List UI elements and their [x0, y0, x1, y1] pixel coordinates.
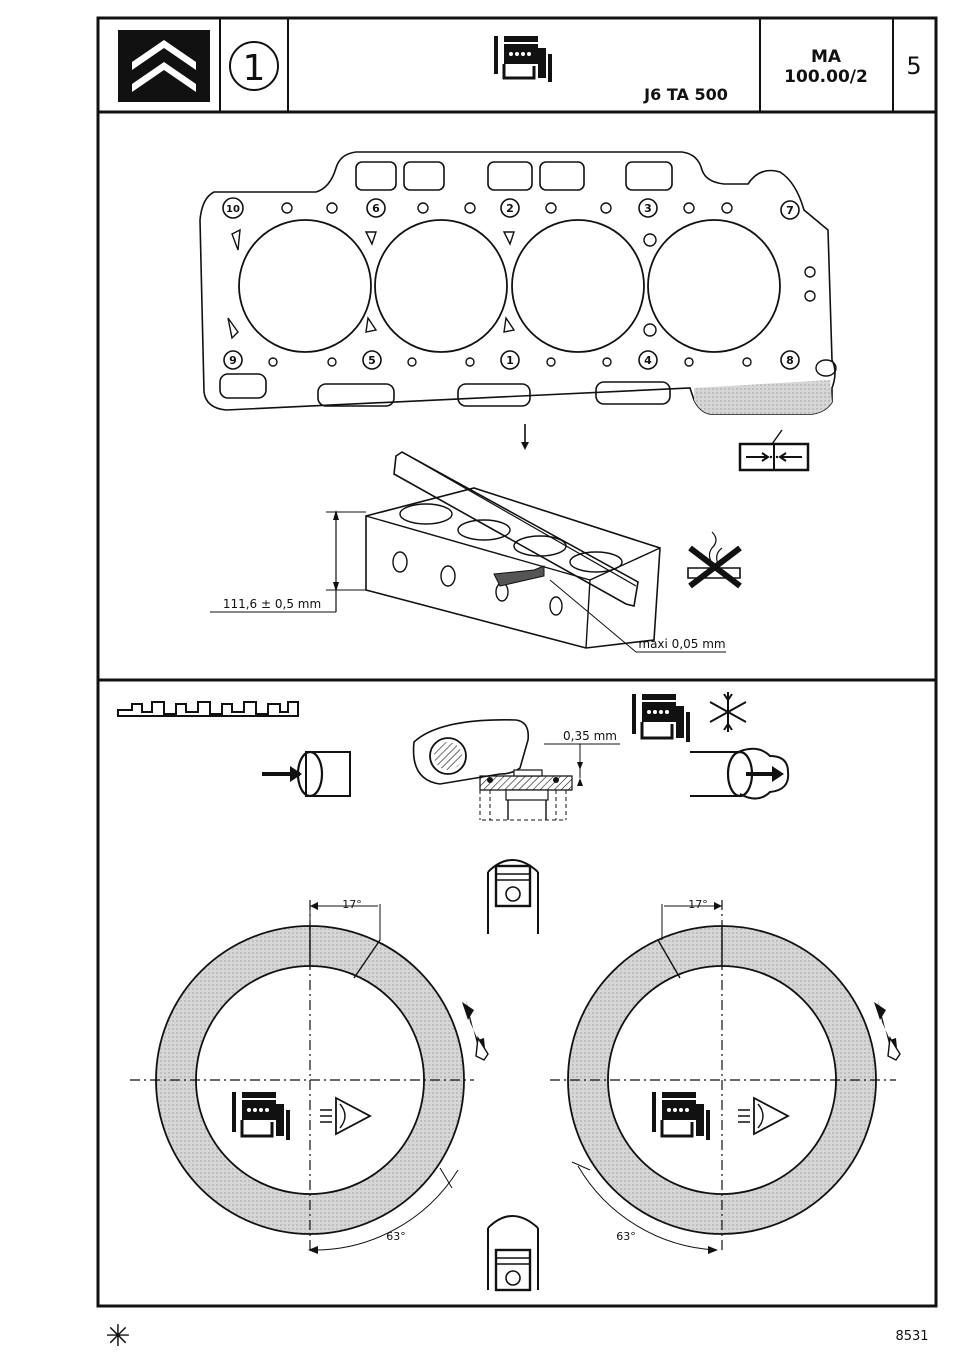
intake-advance-label: 17° [342, 898, 362, 911]
section-number: 1 [243, 48, 266, 89]
no-grinding-icon [687, 531, 742, 589]
engine-small-icon [652, 1092, 710, 1140]
eye-inspect-icon [738, 1096, 790, 1136]
valve-clearance-diagram: 0,35 mm [412, 719, 620, 821]
block-height-spec: 111,6 ± 0,5 mm [223, 597, 321, 611]
engine-code: J6 TA 500 [643, 85, 728, 104]
bolt-6: 6 [372, 202, 380, 215]
page-number: 5 [906, 52, 921, 80]
snowflake-icon [709, 692, 747, 732]
bolt-1: 1 [506, 354, 514, 367]
cold-engine-intake-icon [262, 750, 351, 798]
rotation-arrow-icon [462, 1000, 489, 1061]
piston-tdc-icon [487, 859, 539, 934]
header: 1 J6 TA 500 MA 100.00/2 5 [98, 18, 936, 114]
flatness-spec: maxi 0,05 mm [638, 637, 725, 651]
rotation-arrow-icon [874, 1000, 901, 1061]
gasket-thickness-icon [738, 429, 810, 472]
timing-diagram-exhaust: 17° 63° [550, 898, 901, 1254]
exhaust-advance-label: 17° [688, 898, 708, 911]
down-arrow-icon [521, 424, 529, 450]
exhaust-retard-label: 63° [616, 1230, 636, 1243]
bolt-10: 10 [226, 204, 240, 215]
valve-clearance-spec: 0,35 mm [563, 729, 617, 743]
bolt-4: 4 [644, 354, 652, 367]
manual-ref: 100.00/2 [784, 67, 868, 87]
eye-inspect-icon [320, 1096, 372, 1136]
bolt-8: 8 [786, 354, 794, 367]
timing-diagram-intake: 17° 63° [130, 898, 489, 1254]
document-number: 8531 [895, 1329, 928, 1344]
camshaft-icon [117, 701, 299, 717]
intake-retard-label: 63° [386, 1230, 406, 1243]
cylinder-head-gasket-diagram: 10 6 2 3 7 9 5 1 4 8 [199, 151, 837, 415]
piston-bdc-icon [487, 1215, 539, 1292]
engine-block-flatness-diagram: 111,6 ± 0,5 mm maxi 0,05 mm [210, 451, 726, 653]
bolt-order-markers: 10 6 2 3 7 9 5 1 4 8 [222, 197, 800, 370]
page-frame [96, 16, 938, 1308]
revision-star-icon: ✳ [105, 1319, 130, 1354]
bolt-9: 9 [229, 354, 237, 367]
bolt-2: 2 [506, 202, 514, 215]
engine-icon [494, 36, 552, 82]
engine-cold-icon [632, 694, 690, 742]
manual-code: MA [811, 47, 842, 67]
exhaust-icon [690, 747, 790, 800]
bolt-3: 3 [644, 202, 652, 215]
section-number-circle [229, 41, 279, 91]
citroen-logo-icon [118, 30, 210, 102]
engine-small-icon [232, 1092, 290, 1140]
bolt-5: 5 [368, 354, 376, 367]
bolt-7: 7 [786, 204, 794, 217]
